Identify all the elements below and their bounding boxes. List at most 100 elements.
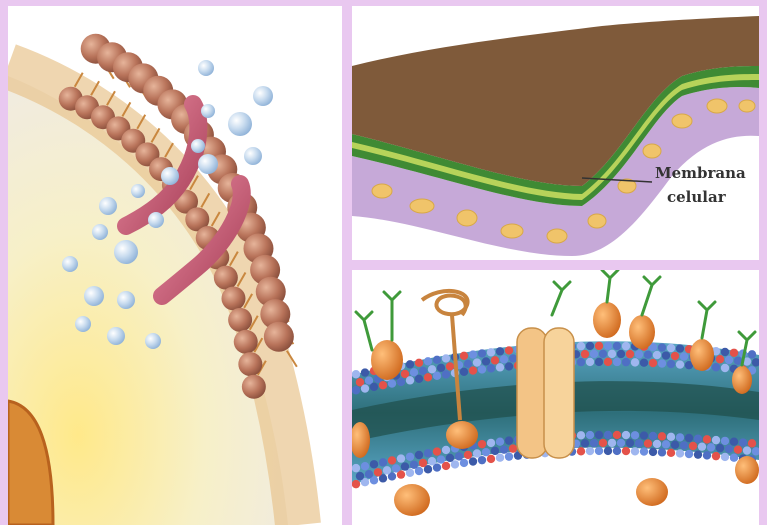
- head-bead: [505, 452, 513, 460]
- head-bead: [361, 368, 369, 376]
- head-bead: [473, 449, 481, 457]
- head-bead: [442, 446, 450, 454]
- ion: [191, 139, 205, 153]
- head-bead: [680, 352, 688, 360]
- head-bead: [577, 342, 585, 350]
- head-bead: [667, 360, 675, 368]
- head-bead: [613, 358, 621, 366]
- head-bead: [721, 453, 729, 461]
- head-bead: [406, 376, 414, 384]
- head-bead: [622, 447, 630, 455]
- head-bead: [487, 439, 495, 447]
- head-bead: [428, 457, 436, 465]
- head-bead: [505, 362, 513, 370]
- glycan-branch: [384, 292, 400, 340]
- membrane-layer-illustration: Membrana celular: [352, 6, 759, 260]
- helix-protein-body: [446, 421, 478, 449]
- head-bead: [424, 373, 432, 381]
- head-bead: [365, 470, 373, 478]
- head-bead: [505, 346, 513, 354]
- fluid-mosaic-model-illustration: [352, 270, 759, 525]
- head-bead: [379, 458, 387, 466]
- head-bead: [658, 343, 666, 351]
- head-bead: [640, 431, 648, 439]
- head-bead: [415, 451, 423, 459]
- ion: [107, 327, 125, 345]
- ion: [131, 184, 145, 198]
- head-bead: [437, 455, 445, 463]
- head-bead: [617, 350, 625, 358]
- head-bead: [676, 433, 684, 441]
- channel-protein-cylinder: [517, 328, 574, 458]
- head-bead: [397, 378, 405, 386]
- head-bead: [500, 355, 508, 363]
- head-bead: [433, 447, 441, 455]
- protein-blob: [735, 456, 759, 484]
- head-bead: [446, 454, 454, 462]
- head-bead: [604, 447, 612, 455]
- head-bead: [487, 364, 495, 372]
- head-bead: [595, 431, 603, 439]
- ion: [92, 224, 108, 240]
- head-bead: [748, 350, 756, 358]
- head-bead: [640, 447, 648, 455]
- head-bead: [473, 358, 481, 366]
- protein-blob: [690, 339, 714, 371]
- head-bead: [698, 442, 706, 450]
- glycan-branch: [552, 282, 570, 315]
- head-bead: [590, 350, 598, 358]
- protein-blob: [629, 315, 655, 349]
- protein-blob: [394, 484, 430, 516]
- head-bead: [730, 349, 738, 357]
- head-bead: [577, 447, 585, 455]
- head-bead: [631, 358, 639, 366]
- head-bead: [604, 431, 612, 439]
- head-bead: [595, 447, 603, 455]
- head-bead: [577, 431, 585, 439]
- head-bead: [595, 358, 603, 366]
- head-bead: [694, 450, 702, 458]
- head-bead: [626, 439, 634, 447]
- head-bead: [599, 439, 607, 447]
- head-bead: [649, 448, 657, 456]
- head-bead: [410, 461, 418, 469]
- head-bead: [352, 386, 360, 394]
- head-bead: [676, 449, 684, 457]
- head-bead: [644, 439, 652, 447]
- ion: [99, 197, 117, 215]
- head-bead: [721, 437, 729, 445]
- ion: [114, 240, 138, 264]
- head-bead: [464, 451, 472, 459]
- head-bead: [667, 344, 675, 352]
- protein-blob: [371, 340, 403, 380]
- head-bead: [482, 357, 490, 365]
- head-bead: [685, 434, 693, 442]
- head-bead: [356, 472, 364, 480]
- head-bead: [397, 454, 405, 462]
- head-bead: [622, 342, 630, 350]
- head-bead: [586, 431, 594, 439]
- head-bead: [370, 383, 378, 391]
- head-bead: [734, 446, 742, 454]
- head-bead: [716, 355, 724, 363]
- head-bead: [608, 350, 616, 358]
- head-bead: [491, 447, 499, 455]
- head-bead: [622, 431, 630, 439]
- ion: [117, 291, 135, 309]
- head-bead: [604, 358, 612, 366]
- head-bead: [406, 360, 414, 368]
- head-bead: [509, 444, 517, 452]
- ion: [148, 212, 164, 228]
- head-bead: [635, 439, 643, 447]
- head-bead: [613, 447, 621, 455]
- phospholipid-head: [264, 322, 294, 352]
- head-bead: [460, 352, 468, 360]
- membrane-layers-svg: Membrana celular: [352, 6, 759, 260]
- glycan-branch: [602, 270, 618, 302]
- head-bead: [442, 370, 450, 378]
- head-bead: [721, 348, 729, 356]
- cell-membrane-curve-illustration: [8, 6, 342, 525]
- head-bead: [482, 448, 490, 456]
- protein-blob: [732, 366, 752, 394]
- head-bead: [716, 444, 724, 452]
